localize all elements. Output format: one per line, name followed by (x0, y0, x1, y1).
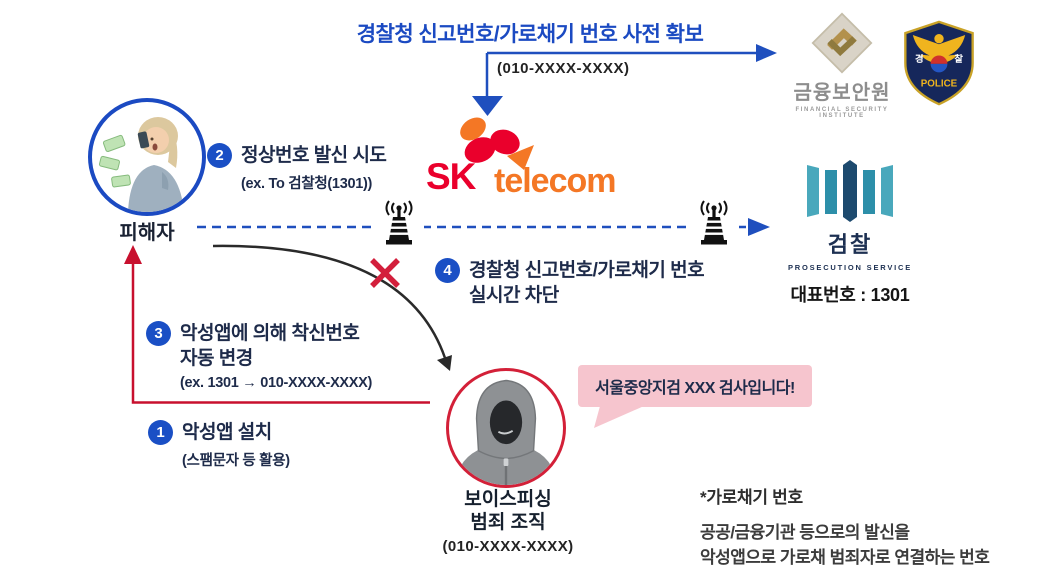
header-title: 경찰청 신고번호/가로채기 번호 사전 확보 (356, 23, 704, 46)
speech-bubble-tail (594, 406, 644, 428)
police-badge-icon: 경 찰 POLICE (901, 20, 977, 106)
step-1-title: 악성앱 설치 (182, 422, 272, 443)
arrowhead-up-victim-icon (124, 245, 142, 264)
step-3-title2: 자동 변경 (180, 348, 253, 369)
arrowhead-right-fsi-icon (756, 44, 777, 62)
arrowhead-down-scammer-icon (437, 355, 452, 371)
speech-bubble: 서울중앙지검 XXX 검사입니다! (578, 365, 812, 428)
victim-label: 피해자 (119, 222, 175, 244)
step-1: 1 악성앱 설치 (스팸문자 등 활용) (148, 420, 290, 470)
antenna-icon (689, 200, 739, 253)
scammer-labels: 보이스피싱 범죄 조직 (010-XXXX-XXXX) (418, 488, 598, 555)
scammer-phone: (010-XXXX-XXXX) (442, 538, 574, 555)
footnote: *가로채기 번호 공공/금융기관 등으로의 발신을 악성앱으로 가로채 범죄자로… (700, 483, 1040, 570)
fsi-diamond-icon (811, 12, 873, 74)
fsi-subtitle: FINANCIAL SECURITY INSTITUTE (795, 107, 889, 119)
scammer-illustration (454, 379, 558, 485)
prosecution-subtitle: PROSECUTION SERVICE (787, 263, 913, 272)
sk-wordmark: SK (426, 156, 476, 197)
fsi-name: 금융보안원 (793, 82, 891, 104)
scammer-avatar (446, 368, 566, 488)
police-hangul-left: 경 (915, 53, 924, 64)
victim-illustration (98, 117, 184, 212)
step-4-title2: 실시간 차단 (469, 285, 559, 306)
x-mark-icon (370, 258, 400, 288)
footnote-title: *가로채기 번호 (700, 488, 803, 507)
step-2: 2 정상번호 발신 시도 (ex. To 검찰청(1301)) (207, 143, 387, 193)
step-2-sub: (ex. To 검찰청(1301)) (241, 176, 373, 192)
speech-bubble-text: 서울중앙지검 XXX 검사입니다! (578, 365, 812, 407)
step-3: 3 악성앱에 의해 착신번호 자동 변경 (ex. 1301 → 010-XXX… (146, 321, 372, 391)
step-1-badge: 1 (148, 420, 173, 445)
telecom-wordmark: telecom (494, 162, 616, 200)
police-hangul-right: 찰 (954, 53, 963, 64)
sk-telecom-logo: SK telecom (424, 104, 638, 206)
prosecution-logo-icon (807, 160, 893, 222)
scammer-label-line1: 보이스피싱 (464, 489, 552, 510)
footnote-line2: 악성앱으로 가로채 범죄자로 연결하는 번호 (700, 548, 990, 567)
step-3-title: 악성앱에 의해 착신번호 (180, 323, 360, 344)
footnote-line1: 공공/금융기관 등으로의 발신을 (700, 523, 910, 542)
step-1-sub: (스팸문자 등 활용) (182, 453, 290, 469)
step-4-badge: 4 (435, 258, 460, 283)
step-2-badge: 2 (207, 143, 232, 168)
step-3-sub: (ex. 1301 → 010-XXXX-XXXX) (180, 375, 373, 391)
diverted-call-curve (212, 244, 447, 359)
antenna-icon (374, 200, 424, 253)
arrowhead-down-sk-icon (472, 96, 503, 116)
step-2-title: 정상번호 발신 시도 (241, 145, 387, 166)
scam-callback-path (131, 262, 430, 404)
scammer-label-line2: 범죄 조직 (470, 512, 546, 533)
fsi-logo: 금융보안원 FINANCIAL SECURITY INSTITUTE (786, 12, 898, 119)
header-phone-number: (010-XXXX-XXXX) (497, 60, 630, 77)
sk-butterfly-icon (460, 117, 534, 170)
step-4: 4 경찰청 신고번호/가로채기 번호 실시간 차단 (435, 258, 705, 308)
step-4-title: 경찰청 신고번호/가로채기 번호 (469, 260, 705, 281)
prosecution-name: 검찰 (827, 232, 873, 257)
arrowhead-right-prosecution-icon (748, 218, 770, 236)
prosecution-block: 검찰 PROSECUTION SERVICE 대표번호 : 1301 (770, 160, 930, 307)
step-3-badge: 3 (146, 321, 171, 346)
prosecution-phone: 대표번호 : 1301 (790, 285, 910, 305)
victim-avatar (88, 98, 206, 216)
police-banner: POLICE (921, 78, 958, 89)
